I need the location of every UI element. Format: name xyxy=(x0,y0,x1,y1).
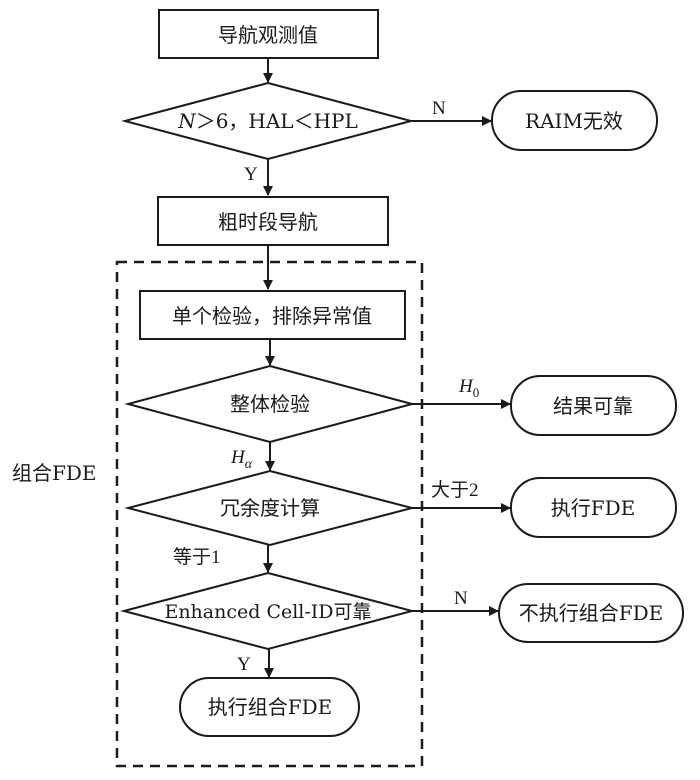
node-global-test[interactable]: 整体检验 xyxy=(124,364,416,444)
node-observation-label: 导航观测值 xyxy=(218,23,318,47)
node-redundancy-label: 冗余度计算 xyxy=(220,496,320,520)
node-result-reliable-label: 结果可靠 xyxy=(553,394,633,418)
node-ecid-check[interactable]: Enhanced Cell-ID可靠 xyxy=(120,571,416,651)
edge-raim-yes-label: Y xyxy=(244,164,258,185)
edge-global-ha-label: Hα xyxy=(230,447,253,472)
node-single-test[interactable]: 单个检验，排除异常值 xyxy=(139,290,406,340)
node-exec-fde-label: 执行FDE xyxy=(551,496,636,520)
edge-ecid-no-label: N xyxy=(454,588,468,609)
node-global-test-label: 整体检验 xyxy=(230,392,310,416)
node-no-combined-fde-label: 不执行组合FDE xyxy=(519,601,664,625)
node-coarse-nav-label: 粗时段导航 xyxy=(218,210,318,234)
node-exec-fde[interactable]: 执行FDE xyxy=(510,477,677,538)
edge-ecid-yes-label: Y xyxy=(237,654,251,675)
node-raim-invalid-label: RAIM无效 xyxy=(525,109,623,133)
node-single-test-label: 单个检验，排除异常值 xyxy=(172,304,372,328)
node-ecid-check-label: Enhanced Cell-ID可靠 xyxy=(164,601,371,623)
node-combined-fde-label: 执行组合FDE xyxy=(208,695,333,719)
node-combined-fde[interactable]: 执行组合FDE xyxy=(179,677,360,737)
combined-fde-group-box xyxy=(115,260,424,768)
edge-redundancy-gt2-label: 大于2 xyxy=(431,479,479,501)
node-raim-invalid[interactable]: RAIM无效 xyxy=(491,90,658,151)
node-raim-check-label: N＞6，HAL＜HPL xyxy=(177,109,358,133)
edge-redundancy-eq1-label: 等于1 xyxy=(173,546,221,568)
edge-raim-no-label: N xyxy=(432,98,446,119)
node-no-combined-fde[interactable]: 不执行组合FDE xyxy=(498,583,684,643)
edge-global-h0-label: H0 xyxy=(458,376,479,400)
node-result-reliable[interactable]: 结果可靠 xyxy=(510,375,677,436)
node-raim-check[interactable]: N＞6，HAL＜HPL xyxy=(121,81,415,161)
node-redundancy[interactable]: 冗余度计算 xyxy=(124,469,416,547)
group-label: 组合FDE xyxy=(12,461,97,485)
node-coarse-nav[interactable]: 粗时段导航 xyxy=(157,196,389,246)
node-observation[interactable]: 导航观测值 xyxy=(158,9,379,59)
